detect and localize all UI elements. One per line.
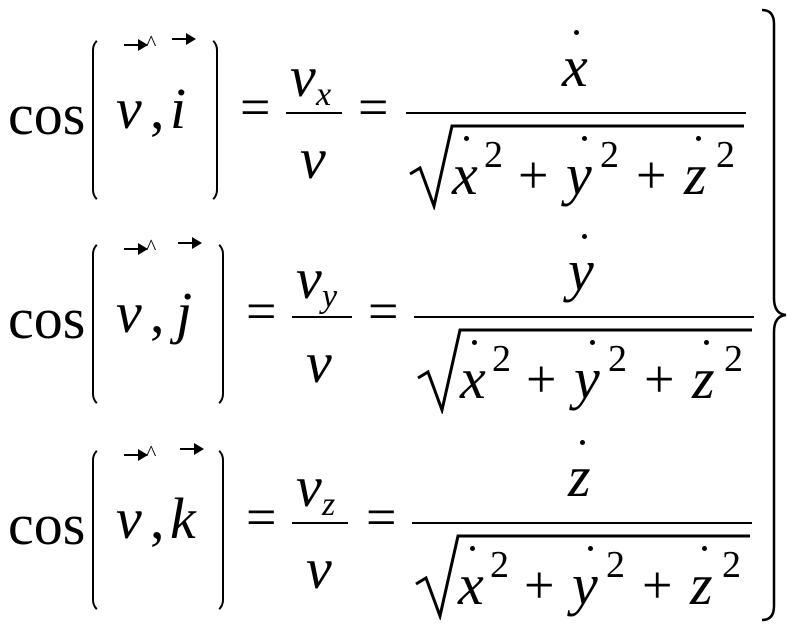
sq-x: x [458, 552, 484, 617]
unit-vector: i [170, 76, 187, 141]
sq-y: y [566, 142, 592, 207]
equals-sign: = [246, 487, 277, 547]
power: 2 [608, 338, 627, 380]
power: 2 [722, 544, 741, 586]
denominator-v: v [306, 536, 332, 601]
right-paren [206, 240, 224, 408]
numerator-dot-var: x [562, 34, 588, 99]
power: 2 [724, 338, 743, 380]
dot-mark [702, 546, 707, 551]
vector-arrow-unit [178, 237, 202, 249]
power: 2 [484, 134, 503, 176]
dot-mark [582, 234, 587, 239]
dot-mark [580, 440, 585, 445]
numerator-v: v [296, 246, 322, 311]
cos-function: cos [8, 286, 86, 351]
equals-sign: = [246, 281, 277, 341]
numerator-subscript: y [322, 278, 338, 315]
sq-z: z [690, 552, 713, 617]
numerator-v: v [296, 454, 322, 519]
sq-x: x [452, 142, 478, 207]
power: 2 [490, 544, 509, 586]
equals-sign-2: = [368, 281, 399, 341]
vector-arrow-unit [180, 443, 204, 455]
dot-mark [590, 340, 595, 345]
dot-mark [464, 136, 469, 141]
left-paren [92, 240, 110, 408]
numerator-subscript: z [322, 486, 336, 523]
sq-y: y [574, 346, 600, 411]
dot-mark [588, 546, 593, 551]
vector-arrow-unit [172, 33, 196, 45]
plus-sign: + [518, 145, 549, 205]
sq-z: z [684, 142, 707, 207]
power: 2 [600, 134, 619, 176]
vector-v: v [116, 76, 142, 141]
cos-function: cos [8, 82, 86, 147]
sq-x: x [460, 346, 486, 411]
numerator-dot-var: z [568, 444, 591, 509]
dot-mark [704, 340, 709, 345]
plus-sign: + [636, 145, 667, 205]
right-brace-icon [761, 8, 787, 622]
fraction-bar [286, 112, 342, 114]
right-paren [200, 36, 218, 204]
dot-mark [574, 30, 579, 35]
hat-mark: ^ [146, 30, 157, 55]
hat-mark: ^ [146, 440, 157, 465]
dot-mark [472, 340, 477, 345]
power: 2 [492, 338, 511, 380]
fraction-bar [292, 522, 348, 524]
vector-v: v [116, 486, 142, 551]
comma: , [150, 486, 165, 551]
left-paren [92, 446, 110, 614]
equation-row-1: cos ^ v , i = v x v = x x 2 + y 2 + z 2 [0, 8, 760, 210]
vector-v: v [116, 280, 142, 345]
vector-arrow-v [124, 243, 148, 255]
equation-row-2: cos ^ v , j = v y v = y x 2 + y 2 + z 2 [0, 212, 760, 414]
sqrt-icon [409, 124, 744, 210]
fraction-bar-2 [414, 316, 754, 318]
plus-sign: + [642, 555, 673, 615]
comma: , [150, 280, 165, 345]
sq-y: y [572, 552, 598, 617]
numerator-dot-var: y [568, 238, 594, 303]
equals-sign: = [240, 77, 271, 137]
denominator-v: v [306, 330, 332, 395]
equals-sign-2: = [366, 487, 397, 547]
right-paren [206, 446, 224, 614]
equation-row-3: cos ^ v , k = v z v = z x 2 + y 2 + z 2 [0, 418, 760, 620]
equals-sign-2: = [358, 77, 389, 137]
fraction-bar-2 [412, 522, 752, 524]
power: 2 [606, 544, 625, 586]
cos-function: cos [8, 492, 86, 557]
plus-sign: + [526, 349, 557, 409]
sqrt-icon [417, 328, 752, 414]
dot-mark [470, 546, 475, 551]
unit-vector: j [176, 280, 193, 345]
plus-sign: + [644, 349, 675, 409]
numerator-v: v [290, 44, 316, 109]
plus-sign: + [524, 555, 555, 615]
sq-z: z [692, 346, 715, 411]
fraction-bar [292, 316, 352, 318]
power: 2 [716, 134, 735, 176]
comma: , [150, 76, 165, 141]
vector-arrow-v [124, 449, 148, 461]
denominator-v: v [300, 126, 326, 191]
numerator-subscript: x [316, 76, 332, 113]
left-paren [92, 36, 110, 204]
sqrt-icon [415, 534, 750, 620]
unit-vector: k [170, 486, 196, 551]
vector-arrow-v [124, 39, 148, 51]
fraction-bar-2 [406, 112, 746, 114]
dot-mark [696, 136, 701, 141]
hat-mark: ^ [146, 234, 157, 259]
dot-mark [582, 136, 587, 141]
